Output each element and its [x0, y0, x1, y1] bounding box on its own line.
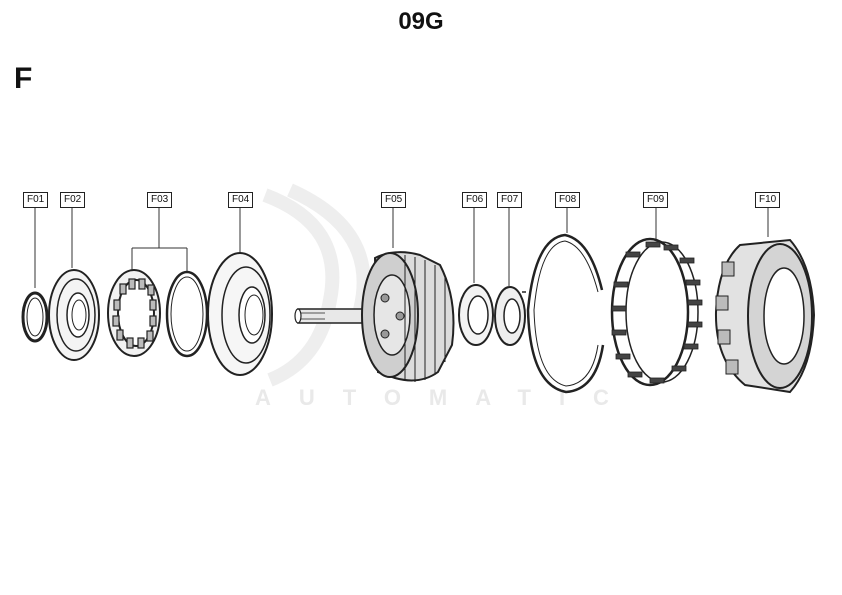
part-label-f10: F10: [755, 192, 781, 208]
part-f02-bearing: [48, 269, 100, 361]
part-label-f06: F06: [462, 192, 488, 208]
part-f09-pin-drum: [610, 237, 703, 387]
part-label-f03: F03: [147, 192, 173, 208]
section-letter: F: [14, 62, 33, 95]
part-f10-housing-drum: [714, 238, 816, 394]
part-label-f05: F05: [381, 192, 407, 208]
part-f06-thrust-washer: [458, 284, 494, 346]
part-label-f02: F02: [60, 192, 86, 208]
watermark-text: AUTOMATIC: [255, 385, 637, 410]
part-label-f04: F04: [228, 192, 254, 208]
part-label-f07: F07: [497, 192, 523, 208]
part-f04-piston: [207, 252, 273, 376]
part-f01-snap-ring: [21, 291, 49, 343]
leader-lines: [34, 207, 769, 288]
part-f07-thrust-bearing: [494, 286, 526, 346]
part-label-f08: F08: [555, 192, 581, 208]
watermark-logo: [262, 183, 371, 387]
part-f05-carrier-shaft: [294, 251, 455, 382]
part-f03-roller-clutch: [107, 269, 209, 358]
part-label-f09: F09: [643, 192, 669, 208]
part-f08-large-snap-ring: [526, 233, 605, 394]
page-title: 09G: [398, 8, 444, 35]
part-label-f01: F01: [23, 192, 49, 208]
